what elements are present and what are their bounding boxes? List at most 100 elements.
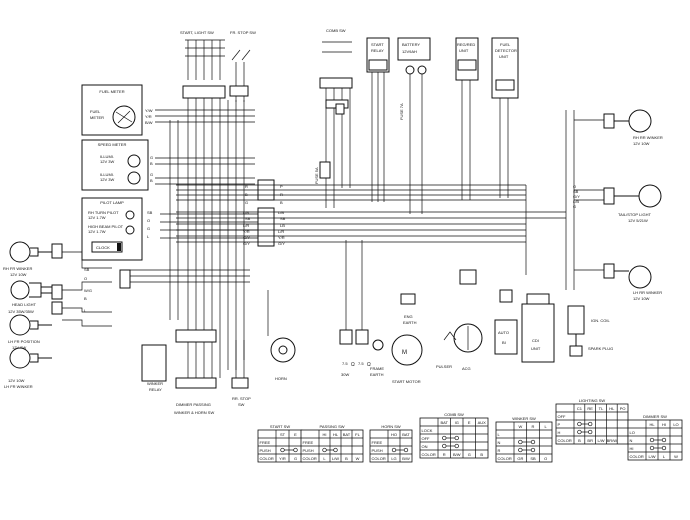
svg-text:BI: BI (502, 340, 506, 345)
reg-red-unit: REG/RED UNIT (455, 37, 479, 200)
svg-text:EARTH: EARTH (403, 320, 417, 325)
svg-text:ILLUMI.: ILLUMI. (100, 154, 114, 159)
svg-text:P: P (280, 184, 283, 189)
resistors: 7.5 Ω 30W 7.5 Ω FRAME EARTH (339, 240, 384, 377)
switch-table-row-label: H (558, 430, 561, 435)
svg-text:12V 10W: 12V 10W (8, 378, 25, 383)
switch-contact-dot (280, 447, 285, 453)
switch-table-row-label: FREE (372, 440, 383, 445)
svg-text:12V 1.7W: 12V 1.7W (88, 229, 106, 234)
svg-text:12V 1.7W: 12V 1.7W (88, 215, 106, 220)
svg-text:30W: 30W (341, 372, 349, 377)
svg-text:O: O (84, 276, 87, 281)
switch-table-wire-color: B (578, 438, 581, 443)
lh-rr-winker-bulb: LH RR WINKER 12V 10W (603, 263, 662, 301)
dimmer-passing-switches: DIMMER PASSING WINKER & HORN SW (174, 329, 217, 415)
svg-text:HEAD LIGHT: HEAD LIGHT (12, 302, 37, 307)
switch-contact-dot (403, 447, 409, 453)
switch-table-col-header: HO (391, 432, 397, 437)
horn: HORN (267, 290, 296, 381)
svg-text:PILOT LAMP: PILOT LAMP (100, 200, 124, 205)
main-harness: R B G L/B SB L/R Y/R G/Y G/Y P R B L/B S… (176, 179, 526, 247)
svg-text:RH TURN PILOT: RH TURN PILOT (88, 210, 119, 215)
svg-text:12V 10W: 12V 10W (633, 296, 650, 301)
svg-text:Y/W: Y/W (145, 108, 153, 113)
svg-text:LH FR WINKER: LH FR WINKER (4, 384, 33, 389)
svg-text:REG/RED: REG/RED (457, 42, 475, 47)
switch-table-col-header: E (294, 432, 297, 437)
svg-text:R: R (280, 192, 283, 197)
svg-text:G: G (245, 200, 248, 205)
svg-text:R: R (245, 184, 248, 189)
switch-contact-dot (322, 447, 327, 453)
switch-table-col-header: BAT (343, 432, 351, 437)
switch-contact-dot (588, 429, 593, 435)
switch-contact-dot (661, 445, 667, 451)
svg-text:Ω: Ω (351, 362, 355, 368)
switch-table-row-label: LOCK (422, 428, 433, 433)
svg-text:Y/R: Y/R (278, 235, 285, 240)
svg-text:WINKER & HORN SW: WINKER & HORN SW (174, 410, 214, 415)
battery: BATTERY 12V9AH FUSE 7A (397, 37, 431, 214)
head-light-bulb: HEAD LIGHT 12V 35W/35W (8, 280, 42, 314)
switch-table-wire-color: LG (391, 456, 396, 461)
switch-contact-dot (293, 447, 298, 453)
svg-text:L/B: L/B (243, 210, 249, 215)
svg-text:RELAY: RELAY (149, 387, 162, 392)
svg-text:SB: SB (84, 267, 90, 272)
switch-table-col-header: PO (620, 406, 626, 411)
switch-table-title: HORN SW (381, 424, 401, 429)
switch-table-title: COMB SW (444, 412, 464, 417)
switch-table-wire-color: L (323, 456, 326, 461)
switch-contact-dot (661, 437, 667, 443)
switch-contact-dot (577, 429, 582, 435)
svg-text:HIGH BEAM PILOT: HIGH BEAM PILOT (88, 224, 124, 229)
svg-text:FUSE 7A: FUSE 7A (399, 103, 404, 120)
switch-table-row-label: R (498, 448, 501, 453)
svg-text:TAIL/STOP LIGHT: TAIL/STOP LIGHT (618, 212, 651, 217)
svg-text:G/Y: G/Y (278, 241, 285, 246)
svg-text:L/R: L/R (243, 223, 249, 228)
svg-text:12V 10W: 12V 10W (10, 272, 27, 277)
switch-table-row-label: PUSH (260, 448, 271, 453)
svg-text:12V9AH: 12V9AH (402, 49, 417, 54)
rr-stop-switch: RR. STOP SW (231, 340, 251, 407)
switch-table-col-header: R (532, 424, 535, 429)
switch-table-col-header: HL (649, 422, 655, 427)
svg-text:FUEL: FUEL (500, 42, 511, 47)
switch-table-wire-color: B/W (453, 452, 461, 457)
switch-table-row-label: COLOR (422, 452, 436, 457)
switch-table-title: WINKER SW (512, 416, 536, 421)
switch-table-wire-color: BR/W (607, 438, 618, 443)
svg-text:DIMMER PASSING: DIMMER PASSING (176, 402, 211, 407)
switch-table-wire-color: L/W (648, 454, 655, 459)
svg-text:12V 10W: 12V 10W (633, 141, 650, 146)
svg-text:SB: SB (245, 216, 251, 221)
switch-table-wire-color: L/W (597, 438, 604, 443)
switch-table-col-header: HI (323, 432, 327, 437)
svg-text:12V 5W: 12V 5W (12, 345, 26, 350)
svg-text:FR. STOP SW: FR. STOP SW (230, 30, 256, 35)
switch-table-col-header: ST (280, 432, 286, 437)
switch-contact-dot (454, 435, 459, 441)
switch-table-row-label: COLOR (558, 438, 572, 443)
switch-table-col-header: W (518, 424, 522, 429)
switch-table-wire-color: Y/R (279, 456, 286, 461)
svg-text:G/Y: G/Y (243, 241, 250, 246)
svg-text:DETECTOR: DETECTOR (495, 48, 517, 53)
switch-table-row-label: COLOR (260, 456, 274, 461)
switch-table-col-header: TL (599, 406, 604, 411)
svg-text:EARTH: EARTH (370, 372, 384, 377)
switch-table-col-header: BAT (441, 420, 449, 425)
switch-table-wire-color: O (544, 456, 547, 461)
right-harness: O SB G/Y L/B G (525, 110, 604, 290)
svg-text:G: G (150, 172, 153, 177)
svg-text:G/Y: G/Y (573, 194, 580, 199)
svg-text:START: START (371, 42, 384, 47)
svg-text:L: L (84, 308, 87, 313)
switch-table-row-label: FREE (260, 440, 271, 445)
